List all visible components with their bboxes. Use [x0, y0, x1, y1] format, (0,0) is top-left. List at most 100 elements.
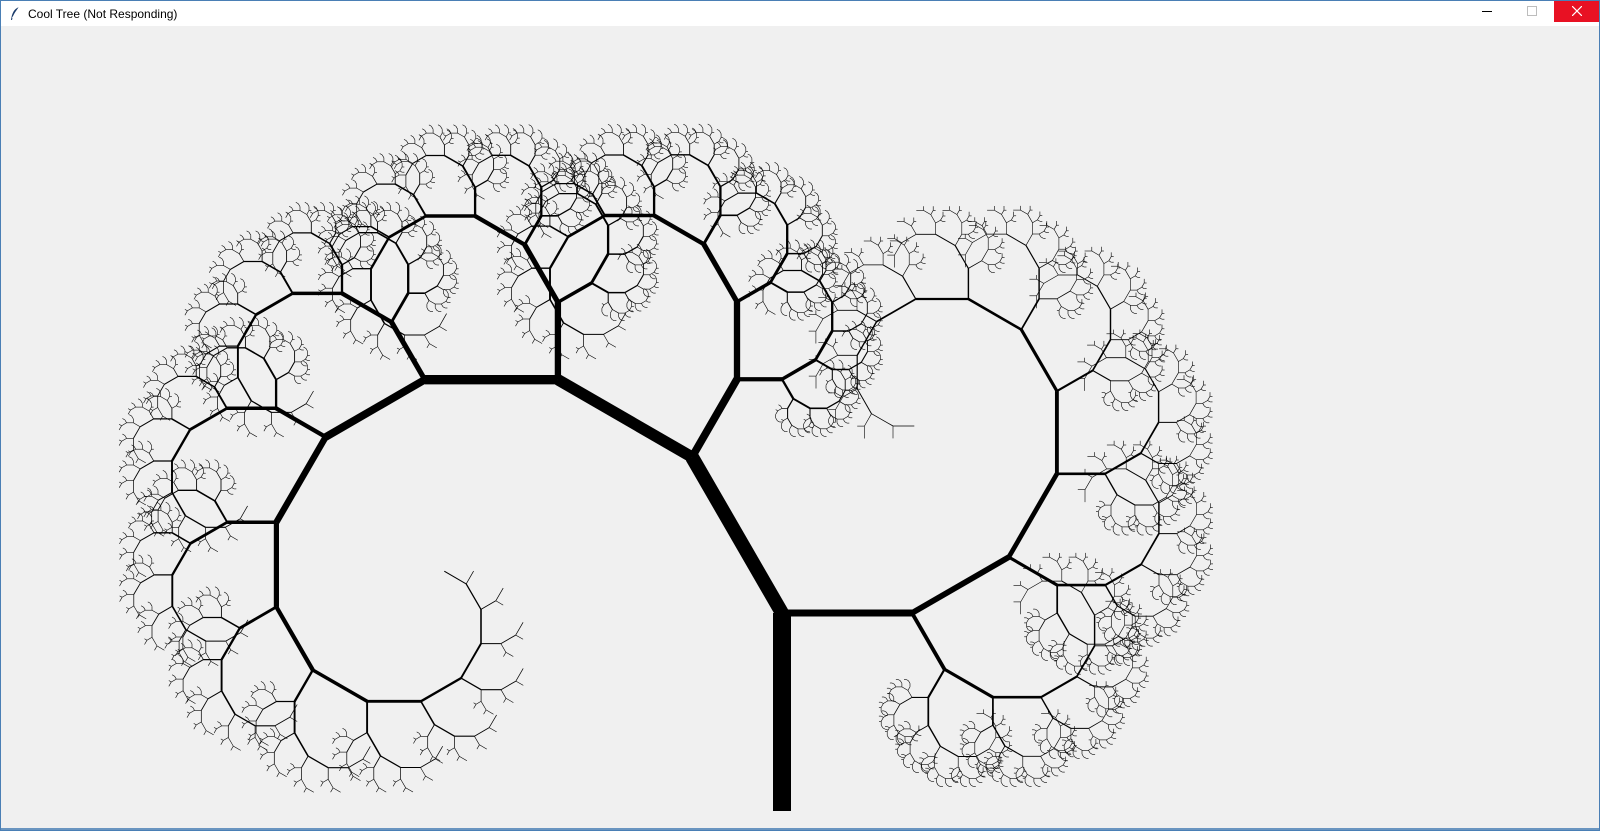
tree-branch: [1138, 641, 1141, 645]
tree-branch: [1195, 422, 1199, 426]
tree-branch: [209, 282, 212, 285]
tree-branch: [214, 586, 218, 589]
tree-branch: [1003, 740, 1007, 743]
tree-branch: [1143, 619, 1147, 625]
tree-branch: [203, 382, 206, 385]
tree-branch: [214, 277, 218, 282]
tree-branch: [139, 511, 146, 515]
tree-branch: [1059, 770, 1063, 773]
tree-branch: [450, 277, 454, 280]
tree-branch: [1189, 476, 1193, 482]
tree-branch: [293, 669, 314, 703]
tree-branch: [1114, 653, 1118, 658]
tree-branch: [214, 295, 220, 305]
tree-branch: [244, 400, 252, 413]
tree-branch: [369, 349, 373, 354]
tree-branch: [269, 681, 273, 684]
tree-branch: [255, 230, 259, 233]
tree-branch: [187, 597, 191, 600]
tree-branch: [1122, 652, 1128, 656]
tree-branch: [428, 124, 432, 127]
tree-branch: [1132, 395, 1136, 400]
close-button[interactable]: [1554, 1, 1599, 22]
tree-branch: [1001, 214, 1007, 223]
tree-branch: [1096, 712, 1099, 716]
tree-branch: [372, 214, 378, 223]
drawing-canvas[interactable]: [1, 26, 1599, 830]
tree-branch: [1096, 286, 1112, 310]
tree-branch: [1074, 307, 1080, 311]
tree-branch: [415, 224, 423, 229]
tree-branch: [206, 730, 214, 736]
tree-branch: [153, 531, 157, 537]
tree-branch: [1172, 582, 1178, 587]
tree-branch: [195, 351, 201, 355]
tree-branch: [987, 770, 991, 773]
tree-branch: [1052, 717, 1072, 729]
tree-branch: [266, 423, 272, 428]
tree-branch: [462, 155, 470, 167]
maximize-button[interactable]: [1509, 1, 1554, 22]
tree-branch: [1063, 741, 1067, 746]
title-bar[interactable]: Cool Tree (Not Responding): [1, 1, 1599, 26]
tree-branch: [305, 359, 308, 361]
tree-branch: [1065, 250, 1074, 256]
tree-branch: [970, 784, 974, 787]
tree-branch: [474, 152, 480, 156]
tree-branch: [238, 253, 245, 262]
tree-branch: [332, 737, 336, 740]
tree-branch: [338, 749, 341, 753]
tree-branch: [425, 183, 428, 187]
tree-branch: [140, 625, 146, 629]
tree-branch: [1094, 697, 1100, 706]
tree-branch: [300, 375, 303, 379]
tree-branch: [1189, 514, 1197, 527]
tree-branch: [938, 774, 946, 779]
tree-branch: [1055, 641, 1058, 645]
tree-branch: [975, 225, 984, 230]
tree-branch: [1119, 581, 1122, 584]
tree-branch: [1113, 444, 1122, 450]
tree-branch: [348, 184, 351, 189]
tree-branch: [1101, 456, 1105, 461]
tree-branch: [1035, 608, 1038, 611]
tree-branch: [1143, 337, 1147, 343]
tree-branch: [467, 148, 471, 151]
tree-branch: [164, 642, 168, 645]
tree-branch: [1125, 608, 1129, 611]
tree-branch: [153, 371, 157, 374]
tree-branch: [895, 740, 899, 744]
tree-branch: [203, 283, 207, 286]
tree-branch: [290, 244, 294, 249]
tree-branch: [497, 125, 500, 130]
tree-branch: [157, 521, 164, 531]
tree-branch: [1127, 606, 1133, 616]
tree-branch: [1173, 459, 1177, 465]
tree-branch: [128, 563, 134, 568]
tree-branch: [354, 167, 358, 170]
tree-branch: [1070, 261, 1074, 264]
tree-branch: [897, 679, 901, 682]
tree-branch: [1132, 612, 1138, 616]
tree-branch: [1184, 490, 1192, 496]
tree-branch: [260, 236, 267, 240]
tree-branch: [1076, 676, 1095, 688]
minimize-button[interactable]: [1464, 1, 1509, 22]
tree-branch: [887, 250, 891, 253]
tree-branch: [1125, 265, 1129, 271]
tree-branch: [1154, 317, 1160, 321]
tree-branch: [128, 605, 134, 610]
tree-branch: [277, 350, 281, 352]
tree-branch: [302, 378, 305, 381]
tree-branch: [221, 604, 227, 608]
tree-branch: [162, 356, 166, 359]
tree-branch: [1160, 471, 1164, 474]
tree-branch: [1104, 516, 1107, 519]
tree-branch: [1093, 743, 1097, 748]
tree-branch: [1098, 617, 1101, 620]
tree-branch: [1193, 430, 1200, 435]
tree-branch: [149, 506, 152, 510]
tree-branch: [1125, 679, 1133, 684]
tree-branch: [1202, 441, 1208, 445]
tree-branch: [197, 353, 203, 358]
